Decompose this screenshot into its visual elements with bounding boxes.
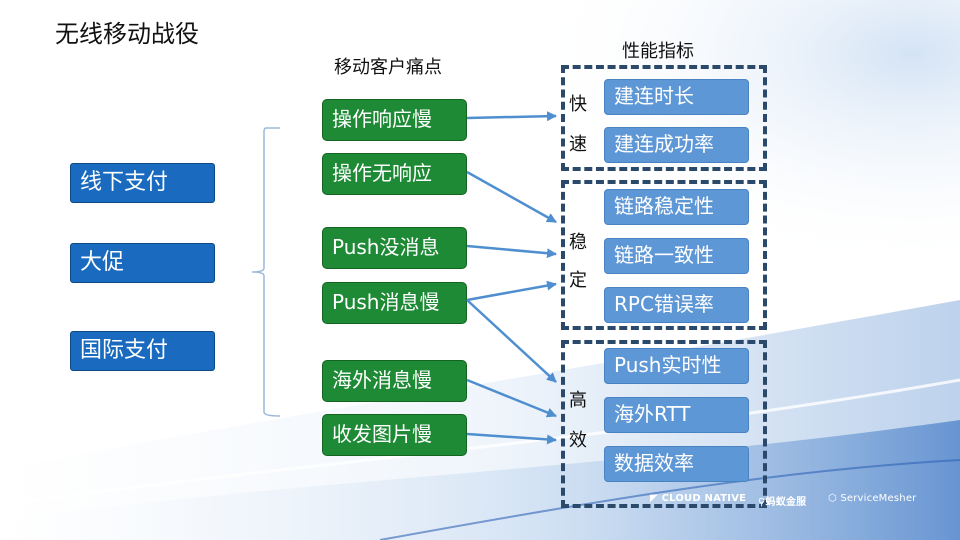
metric-link-consistency: 链路一致性 <box>604 238 749 274</box>
metric-rpc-error-rate: RPC错误率 <box>604 287 749 323</box>
scenario-international-payment: 国际支付 <box>70 331 215 371</box>
group-efficient-frame <box>561 340 767 508</box>
metric-connect-success-rate: 建连成功率 <box>604 127 749 163</box>
metric-link-stability: 链路稳定性 <box>604 189 749 225</box>
metric-overseas-rtt: 海外RTT <box>604 397 749 433</box>
ant-icon: ⚲ <box>758 497 766 508</box>
page-title: 无线移动战役 <box>55 20 199 48</box>
group-stable-frame <box>561 180 767 330</box>
servicemesher-logo: ⬡ ServiceMesher <box>828 493 917 504</box>
pain-points-heading: 移动客户痛点 <box>334 57 442 78</box>
servicemesher-icon: ⬡ <box>828 493 837 504</box>
group-stable-label-2: 定 <box>569 270 587 291</box>
pain-point-3: Push没消息 <box>322 227 467 269</box>
group-fast-label-2: 速 <box>569 134 587 155</box>
pain-point-4: Push消息慢 <box>322 282 467 324</box>
ant-financial-logo: ⚲蚂蚁金服 <box>758 497 807 508</box>
cloud-native-logo: ◤ CLOUD NATIVE <box>650 493 747 504</box>
scenario-promotion: 大促 <box>70 243 215 283</box>
group-stable-label-1: 稳 <box>569 232 587 253</box>
group-efficient-label-1: 高 <box>569 390 587 411</box>
pain-point-5: 海外消息慢 <box>322 360 467 402</box>
group-fast-frame <box>561 65 767 171</box>
group-fast-label-1: 快 <box>569 94 587 115</box>
metric-data-efficiency: 数据效率 <box>604 446 749 482</box>
cloud-native-icon: ◤ <box>650 493 658 504</box>
pain-point-2: 操作无响应 <box>322 153 467 195</box>
metrics-heading: 性能指标 <box>622 41 694 62</box>
metric-connect-time: 建连时长 <box>604 79 749 115</box>
scenario-offline-payment: 线下支付 <box>70 163 215 203</box>
pain-point-6: 收发图片慢 <box>322 414 467 456</box>
metric-push-realtime: Push实时性 <box>604 348 749 384</box>
pain-point-1: 操作响应慢 <box>322 99 467 141</box>
group-efficient-label-2: 效 <box>569 430 587 451</box>
